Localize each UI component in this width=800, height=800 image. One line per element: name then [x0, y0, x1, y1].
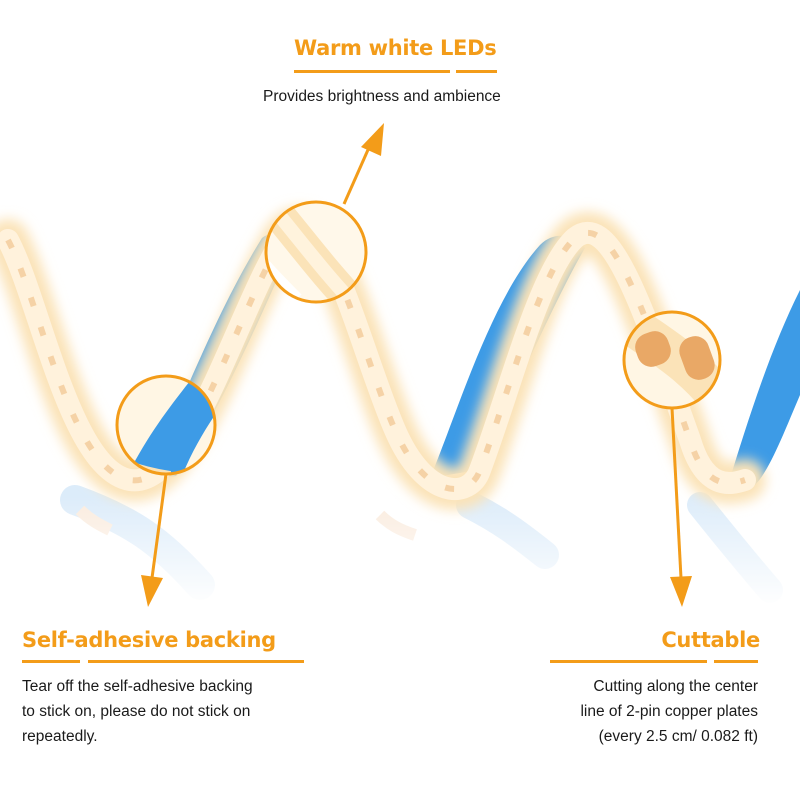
arrow-up-icon	[342, 123, 384, 205]
title-underline	[714, 660, 758, 663]
arrow-down-icon	[670, 407, 692, 607]
strip-reflection	[0, 485, 800, 605]
title-underline	[88, 660, 304, 663]
title-underline	[550, 660, 707, 663]
arrow-down-icon	[141, 473, 168, 607]
callout-title: Cuttable	[661, 628, 760, 652]
callout-title: Warm white LEDs	[294, 36, 497, 60]
title-underline	[294, 70, 450, 73]
title-underline	[22, 660, 80, 663]
callout-description: Provides brightness and ambience	[263, 88, 501, 105]
callout-title: Self-adhesive backing	[22, 628, 276, 652]
magnifier-circle-icon	[264, 200, 368, 304]
title-underline	[456, 70, 497, 73]
callout-description: Tear off the self-adhesive backing to st…	[22, 678, 253, 745]
strip-led-face	[0, 207, 766, 510]
callout-description: Cutting along the center line of 2-pin c…	[580, 678, 758, 745]
callout-cuttable: Cuttable Cutting along the center line o…	[540, 625, 760, 755]
